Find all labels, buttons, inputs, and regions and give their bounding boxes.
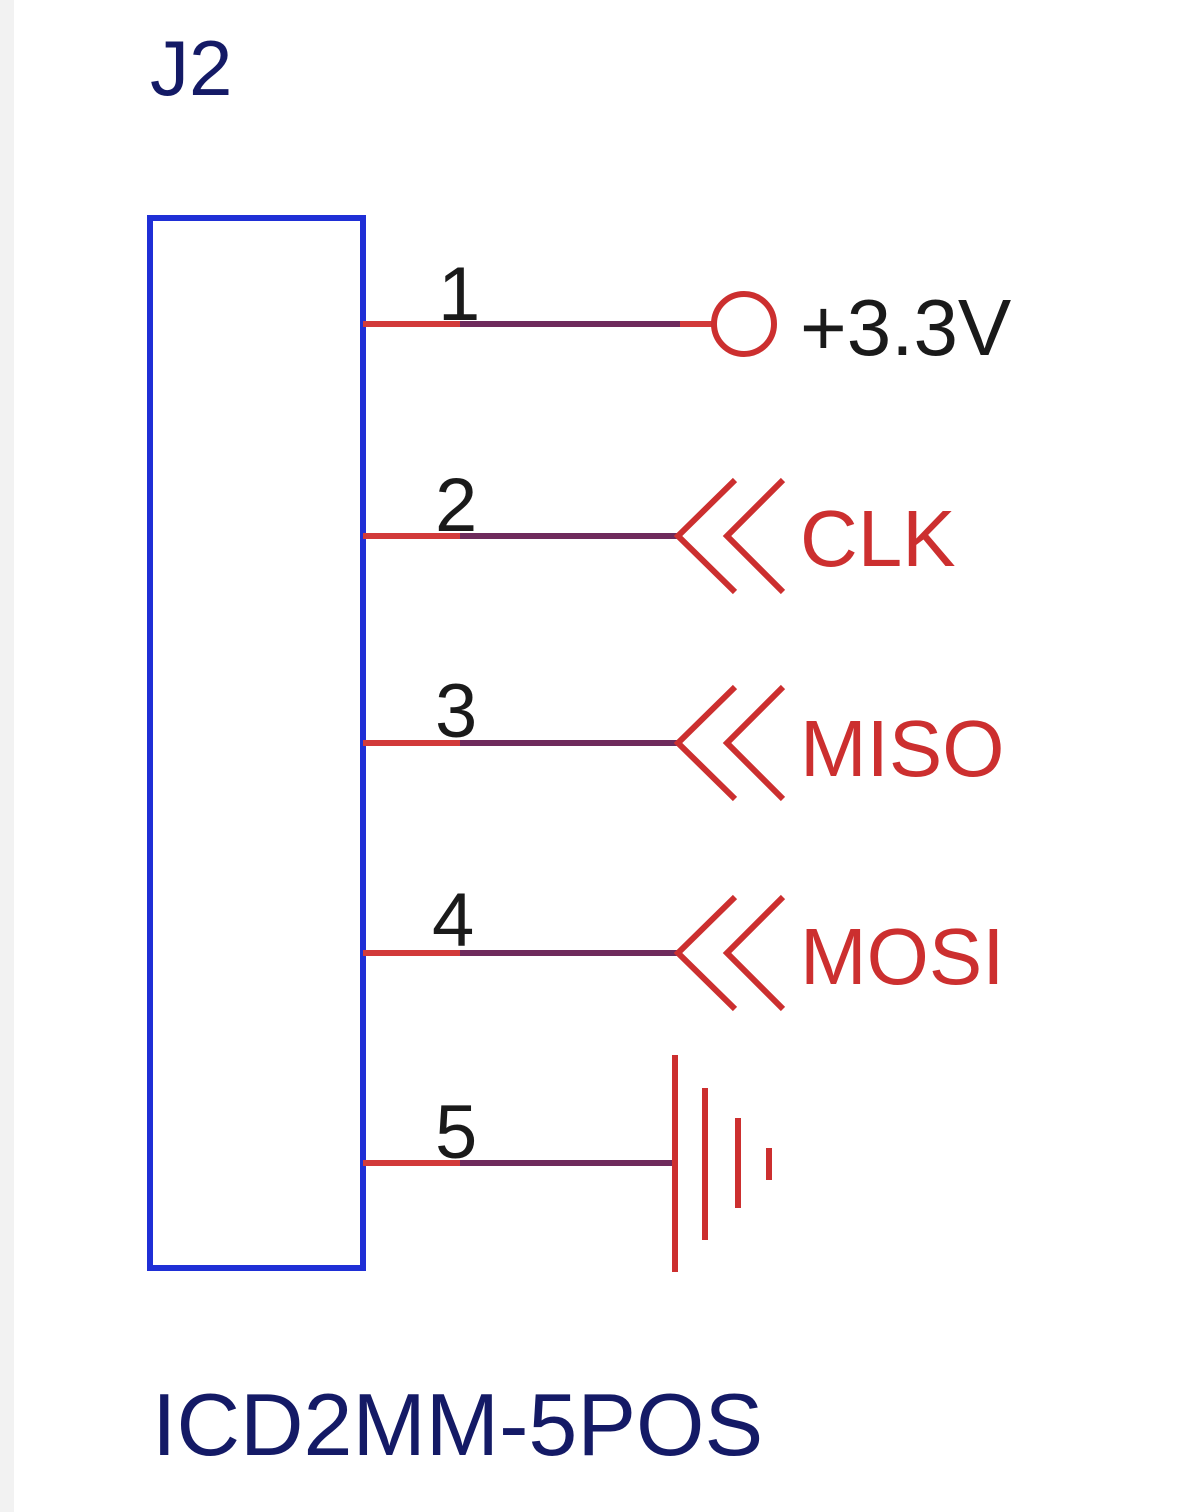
net-label-power: +3.3V: [800, 283, 1012, 372]
net-label-clk: CLK: [800, 494, 956, 583]
connector-body: [147, 215, 366, 1271]
net-label-mosi: MOSI: [800, 912, 1004, 1001]
pin-4-number: 4: [432, 878, 474, 963]
part-number: ICD2MM-5POS: [152, 1375, 763, 1474]
pin-3-number: 3: [435, 669, 477, 754]
pin-2: 2 CLK: [363, 463, 956, 595]
power-port-icon: [711, 291, 777, 357]
port-chevron-outer-icon: [673, 894, 738, 1012]
pin-3: 3 MISO: [363, 669, 1004, 802]
pin-2-number: 2: [435, 463, 477, 548]
pin-4: 4 MOSI: [363, 878, 1004, 1012]
port-chevron-outer-icon: [673, 477, 738, 595]
pin-5: 5: [363, 1055, 772, 1272]
net-label-miso: MISO: [800, 704, 1004, 793]
pin-1: 1 +3.3V: [363, 252, 1012, 372]
pin-5-number: 5: [435, 1090, 477, 1175]
port-chevron-outer-icon: [673, 684, 738, 802]
port-chevron-inner-icon: [722, 684, 786, 802]
pin-1-number: 1: [438, 252, 480, 337]
port-chevron-inner-icon: [722, 477, 786, 595]
port-chevron-inner-icon: [722, 894, 786, 1012]
schematic-sheet: [14, 0, 1179, 1512]
reference-designator: J2: [150, 24, 232, 112]
ground-icon: [672, 1055, 772, 1272]
